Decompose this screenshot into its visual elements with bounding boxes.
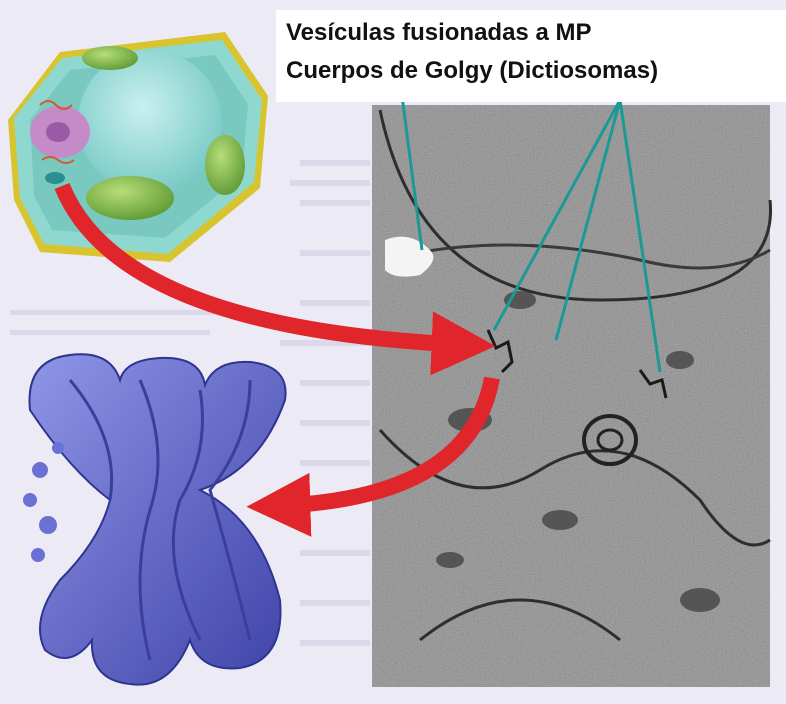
golgi-apparatus-illustration	[23, 354, 286, 684]
chloroplast	[86, 176, 174, 220]
chloroplast	[205, 135, 245, 195]
electron-micrograph	[372, 105, 771, 687]
label-fused-vesicles: Vesículas fusionadas a MP	[286, 18, 591, 48]
label-golgi-bodies: Cuerpos de Golgy (Dictiosomas)	[286, 56, 658, 86]
chloroplast	[82, 46, 138, 70]
vacuole	[78, 50, 222, 194]
golgi-marker	[45, 172, 65, 184]
plant-cell-illustration	[8, 32, 268, 262]
